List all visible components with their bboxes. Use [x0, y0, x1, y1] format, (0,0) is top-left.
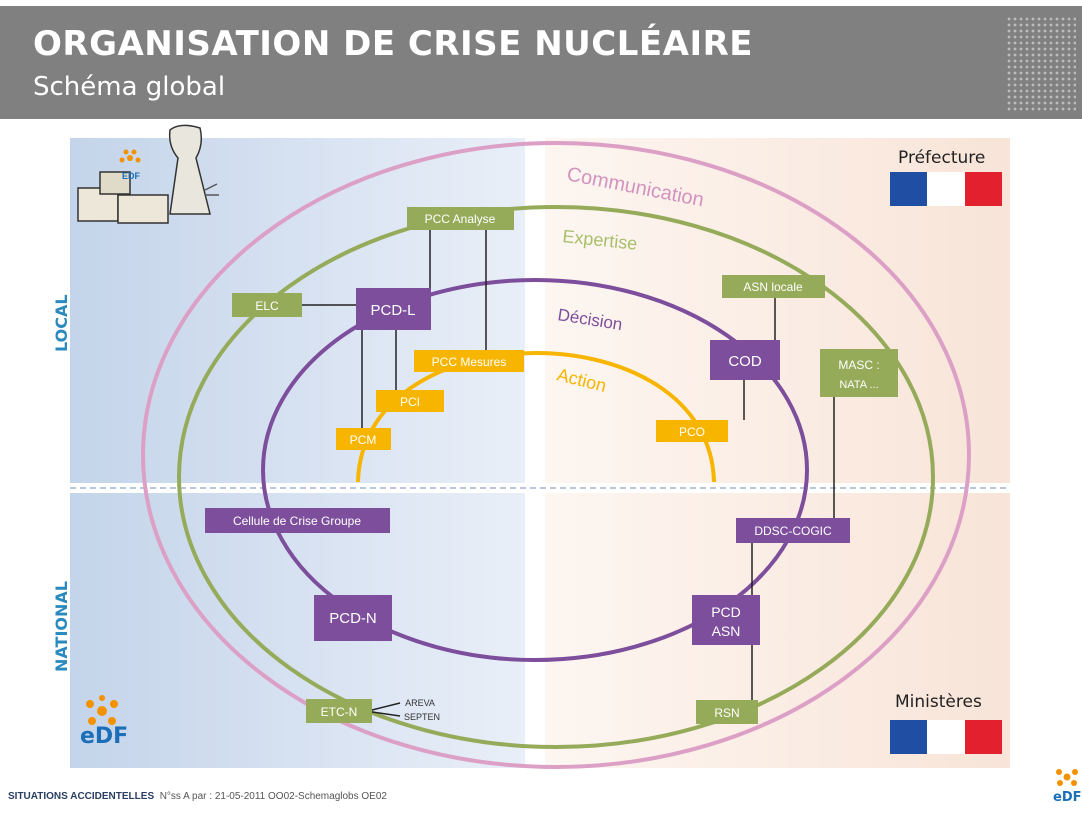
plant-edf-star — [119, 149, 141, 163]
connectors — [302, 230, 835, 717]
cod-label: COD — [728, 353, 762, 370]
asn-locale-box — [722, 275, 825, 298]
line-etcn-areva — [371, 702, 401, 711]
pcc-analyse-label: PCC Analyse — [425, 212, 496, 226]
pcm-label: PCM — [350, 433, 377, 447]
edf-small-star-icon — [1056, 769, 1078, 786]
cellule-label: Cellule de Crise Groupe — [233, 514, 361, 528]
decision-ring — [261, 278, 809, 662]
local-axis-label: LOCAL — [52, 294, 71, 352]
asn-locale-label: ASN locale — [743, 280, 803, 294]
pco-label: PCO — [679, 425, 705, 439]
flag-blue — [890, 172, 928, 206]
pcc-analyse-box — [407, 207, 514, 230]
ministeres-flag — [890, 720, 1002, 754]
pcc-mesures-box — [414, 350, 524, 372]
pci-box — [376, 390, 444, 412]
pcd-asn-box — [692, 595, 760, 645]
pcd-l-box — [356, 288, 431, 330]
elc-label: ELC — [255, 299, 279, 313]
communication-ring — [141, 141, 971, 769]
rsn-label: RSN — [714, 706, 739, 720]
flag-white — [927, 172, 965, 206]
masc-box — [820, 349, 898, 397]
pci-label: PCI — [400, 395, 420, 409]
cod-box — [710, 340, 780, 380]
edf-small-logo-text: eDF — [1053, 790, 1082, 805]
cellule-box — [205, 508, 390, 533]
septen-label: SEPTEN — [404, 712, 440, 722]
pcm-box — [336, 428, 391, 450]
edf-logo-text: eDF — [80, 724, 129, 749]
footer: SITUATIONS ACCIDENTELLES N°ss A par : 21… — [8, 791, 387, 802]
plant-edf-text: EDF — [122, 171, 141, 181]
flag-blue — [890, 720, 928, 754]
expertise-ring — [177, 205, 935, 749]
pcd-n-box — [314, 595, 392, 641]
masc-label-2: NATA ... — [839, 379, 878, 391]
pco-box — [656, 420, 728, 442]
flag-red — [964, 172, 1002, 206]
nuclear-plant-icon — [77, 124, 219, 224]
national-axis-label: NATIONAL — [52, 581, 71, 672]
flag-white — [927, 720, 965, 754]
line-etcn-septen — [371, 711, 401, 717]
edf-star-icon — [86, 695, 118, 725]
footer-main: SITUATIONS ACCIDENTELLES — [8, 791, 155, 802]
elc-box — [232, 293, 302, 317]
flag-red — [964, 720, 1002, 754]
page-title: ORGANISATION DE CRISE NUCLÉAIRE — [33, 24, 754, 64]
header-banner: ORGANISATION DE CRISE NUCLÉAIRE Schéma g… — [0, 6, 1082, 119]
national-edf-quadrant — [70, 493, 525, 768]
ddsc-box — [736, 518, 850, 543]
etc-n-label: ETC-N — [321, 705, 358, 719]
pcd-n-label: PCD-N — [329, 610, 377, 627]
pcd-asn-label-2: ASN — [712, 623, 741, 639]
rsn-box — [696, 700, 758, 724]
prefecture-flag — [890, 172, 1002, 206]
action-arc — [356, 351, 716, 483]
page-subtitle: Schéma global — [33, 72, 226, 102]
ministeres-label: Ministères — [895, 692, 982, 712]
etc-n-box — [306, 699, 372, 723]
ddsc-label: DDSC-COGIC — [754, 524, 832, 538]
pcd-l-label: PCD-L — [370, 302, 415, 319]
masc-label: MASC : — [838, 358, 879, 372]
pcd-asn-label-1: PCD — [711, 604, 741, 620]
footer-meta: N°ss A par : 21-05-2011 OO02-Schemaglobs… — [159, 791, 387, 802]
dot-pattern — [1006, 16, 1076, 111]
prefecture-label: Préfecture — [898, 148, 986, 168]
areva-label: AREVA — [405, 698, 435, 708]
pcc-mesures-label: PCC Mesures — [432, 355, 507, 369]
